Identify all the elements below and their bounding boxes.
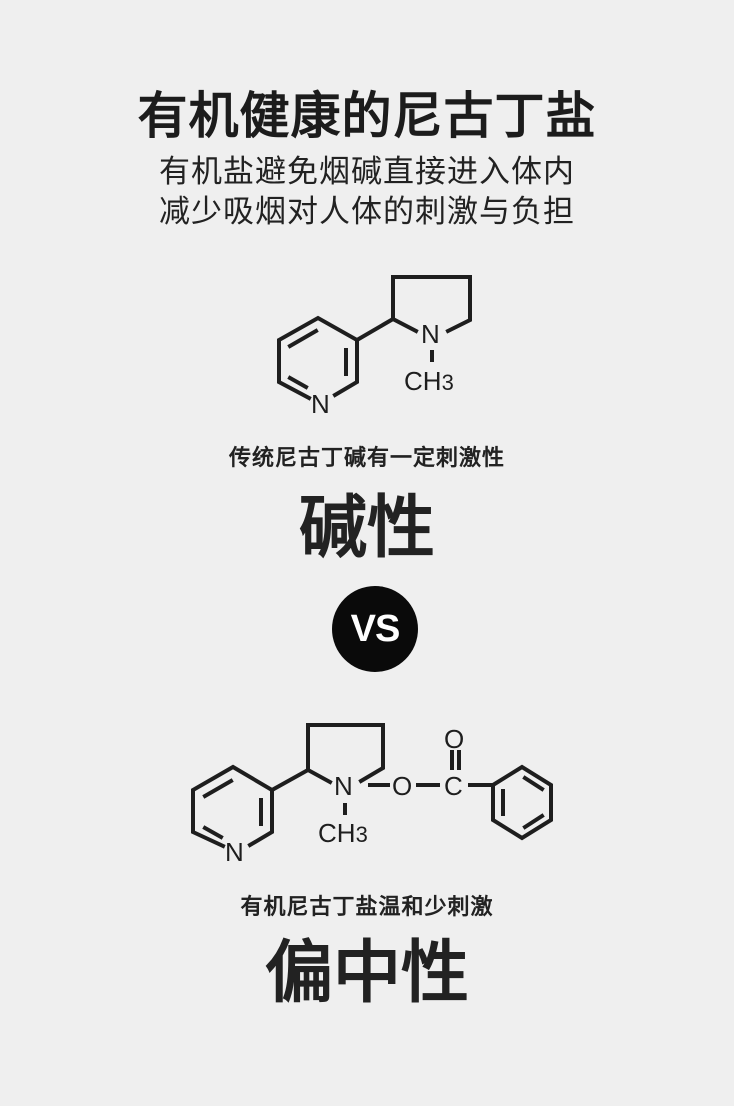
subtitle: 有机盐避免烟碱直接进入体内 减少吸烟对人体的刺激与负担	[0, 152, 734, 232]
atom-o-carbonyl: O	[444, 724, 464, 754]
atom-n-pyrrolidine: N	[421, 319, 440, 349]
alkaline-label: 碱性	[298, 489, 435, 568]
atom-n-pyridine: N	[311, 389, 330, 419]
neutral-label: 偏中性	[264, 934, 469, 1013]
atom-c-carbonyl: C	[444, 771, 463, 801]
atom-n-pyridine: N	[225, 837, 244, 867]
atom-o-ester: O	[392, 771, 412, 801]
page-title: 有机健康的尼古丁盐	[137, 87, 597, 145]
vs-badge: VS	[332, 586, 418, 672]
subtitle-line-2: 减少吸烟对人体的刺激与负担	[159, 194, 575, 230]
atom-n-pyrrolidine: N	[334, 771, 353, 801]
atom-ch3: CH3	[404, 366, 454, 396]
atom-ch3: CH3	[318, 818, 368, 848]
organic-caption: 有机尼古丁盐温和少刺激	[240, 895, 494, 920]
subtitle-line-1: 有机盐避免烟碱直接进入体内	[159, 154, 575, 190]
traditional-caption: 传统尼古丁碱有一定刺激性	[228, 446, 505, 471]
